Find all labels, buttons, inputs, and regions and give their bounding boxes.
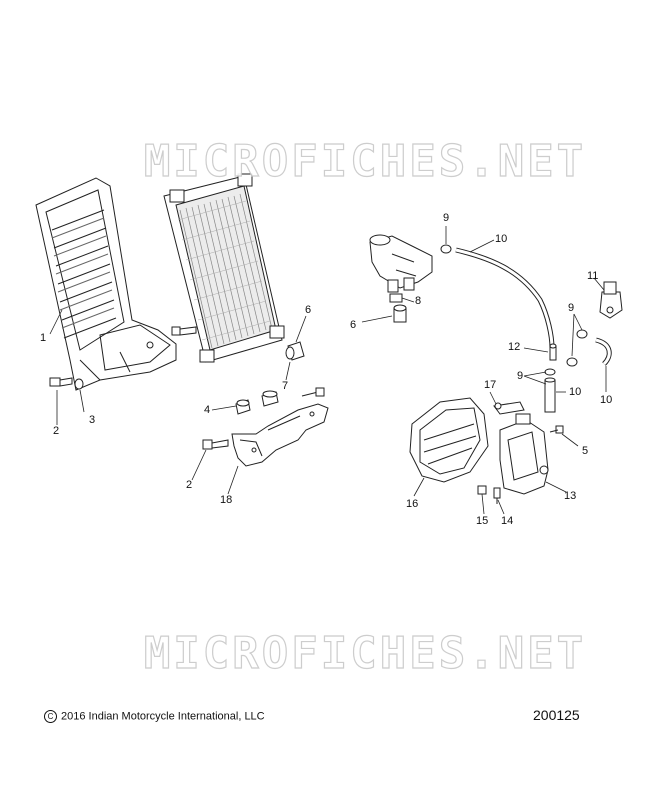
- leader-lines: [50, 226, 606, 514]
- callout-9: 9: [568, 302, 575, 314]
- radiator-shroud: [36, 178, 176, 390]
- copyright-notice: C 2016 Indian Motorcycle International, L…: [44, 710, 265, 723]
- clip-15: [478, 486, 486, 494]
- copyright-text: 2016 Indian Motorcycle International, LL…: [61, 710, 265, 723]
- bolt-2-bottom: [203, 440, 228, 449]
- callout-6: 6: [350, 319, 357, 331]
- cover-16: [410, 398, 488, 482]
- hose-10-long: [456, 250, 552, 348]
- bracket-18: [232, 404, 328, 466]
- callout-9: 9: [517, 370, 524, 382]
- callout-14: 14: [501, 515, 514, 527]
- callout-10: 10: [569, 386, 582, 398]
- callout-18: 18: [220, 494, 233, 506]
- nut-3: [75, 379, 83, 389]
- watermark-top: MICROFICHES.NET: [143, 135, 587, 187]
- reservoir-13: [500, 414, 548, 494]
- diagram-number: 200125: [533, 707, 580, 723]
- bracket-bolt: [302, 388, 324, 396]
- bolt-5: [550, 426, 563, 433]
- callout-15: 15: [476, 515, 489, 527]
- callout-2: 2: [53, 425, 60, 437]
- copyright-icon: C: [44, 710, 57, 723]
- callout-10: 10: [495, 233, 508, 245]
- callout-4: 4: [204, 404, 211, 416]
- callout-11: 11: [587, 270, 599, 282]
- callout-12: 12: [508, 341, 521, 353]
- bracket-17: [494, 402, 524, 414]
- clamp-9-top: [441, 245, 451, 253]
- grommet-6-right: [394, 305, 406, 322]
- hose-10-small: [596, 340, 609, 364]
- callout-5: 5: [582, 445, 589, 457]
- hose-10-short: [545, 378, 555, 412]
- callout-10: 10: [600, 394, 613, 406]
- grommet-6-left: [286, 342, 304, 360]
- callout-13: 13: [564, 490, 577, 502]
- screw-14: [494, 488, 500, 504]
- callout-1: 1: [40, 332, 47, 344]
- thermostat-housing: [370, 235, 432, 292]
- clamp-9-right2: [567, 358, 577, 366]
- callout-3: 3: [89, 414, 96, 426]
- clamp-9-mid: [545, 369, 555, 375]
- clamp-8: [390, 294, 402, 302]
- mount-rubber: [262, 391, 278, 406]
- watermark-bottom: MICROFICHES.NET: [143, 627, 587, 679]
- radiator-mount-bolt: [172, 327, 196, 335]
- callout-17: 17: [484, 379, 497, 391]
- radiator: [164, 174, 284, 362]
- cap-11: [600, 282, 622, 318]
- callout-6: 6: [305, 304, 312, 316]
- callout-16: 16: [406, 498, 419, 510]
- clamp-9-right: [577, 330, 587, 338]
- fitting-12: [550, 344, 556, 360]
- callout-7: 7: [282, 380, 289, 392]
- bolt-2-left: [50, 378, 72, 386]
- nut-4: [236, 400, 250, 414]
- callout-2: 2: [186, 479, 193, 491]
- callout-9: 9: [443, 212, 450, 224]
- callout-8: 8: [415, 295, 422, 307]
